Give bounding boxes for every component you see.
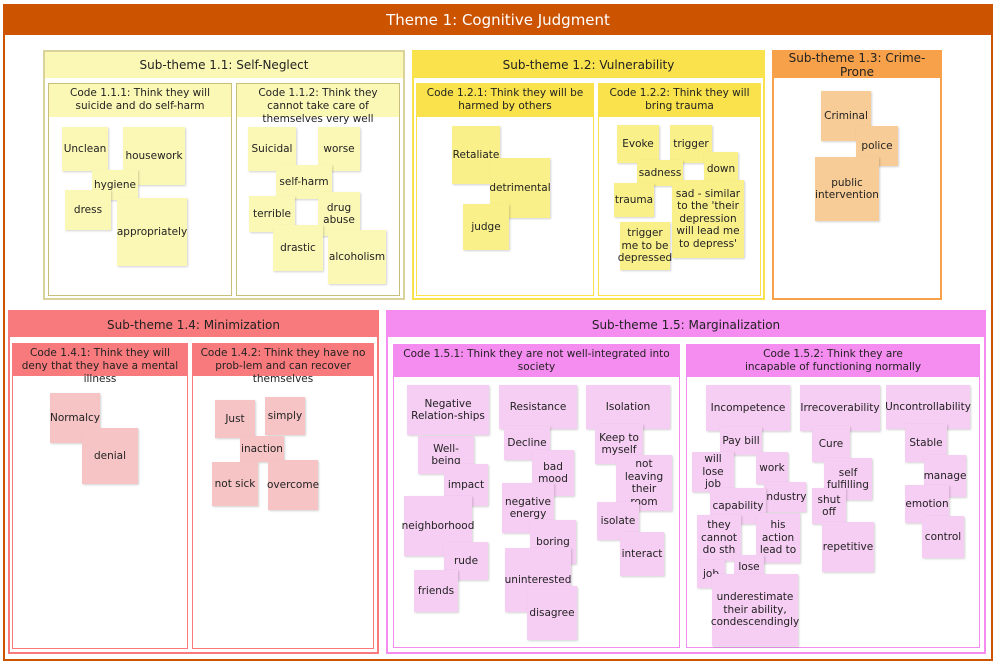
cluster-label: Incompetence xyxy=(706,385,790,431)
code-1-1-2-box xyxy=(236,83,400,296)
code-1-5-2-box xyxy=(686,344,980,648)
sticky-note: public intervention xyxy=(815,157,879,221)
sticky-note: neighborhood xyxy=(402,496,474,556)
code-1-1-1-box xyxy=(48,83,232,296)
code-1-2-2-title: Code 1.2.2: Think they will bring trauma xyxy=(599,84,760,117)
subtheme-marginalization-title: Sub-theme 1.5: Marginalization xyxy=(388,312,984,337)
sticky-note: Evoke xyxy=(617,125,659,163)
sticky-note: Suicidal xyxy=(248,127,296,171)
code-1-4-2-box xyxy=(192,343,374,649)
code-1-5-2-title: Code 1.5.2: Think they are incapable of … xyxy=(687,345,979,377)
sticky-note: sad - similar to the 'their depression w… xyxy=(672,180,744,258)
subtheme-self-neglect-title: Sub-theme 1.1: Self-Neglect xyxy=(45,52,403,78)
sticky-note: overcome xyxy=(267,460,319,510)
sticky-note: simply xyxy=(265,397,305,435)
cluster-label: Isolation xyxy=(586,385,670,429)
subtheme-minimization-title: Sub-theme 1.4: Minimization xyxy=(10,312,377,337)
sticky-note: interact xyxy=(620,532,664,576)
sticky-note: inaction xyxy=(240,436,284,462)
code-1-4-1-box xyxy=(12,343,188,649)
sticky-note: control xyxy=(922,516,964,558)
sticky-note: sadness xyxy=(637,160,683,186)
sticky-note: they cannot do sth xyxy=(697,515,741,561)
sticky-note: Pay bill xyxy=(720,427,762,455)
sticky-note: shut off xyxy=(812,488,846,524)
sticky-note: industry xyxy=(764,482,807,512)
sticky-note: drastic xyxy=(273,225,323,271)
subtheme-vulnerability-title: Sub-theme 1.2: Vulnerability xyxy=(414,52,763,78)
sticky-note: alcoholism xyxy=(328,230,386,284)
sticky-note: work xyxy=(756,452,788,484)
sticky-note: disagree xyxy=(527,586,577,640)
cluster-label: Negative Relation-ships xyxy=(407,385,489,435)
cluster-label: Resistance xyxy=(499,385,577,429)
code-1-4-1-title: Code 1.4.1: Think they will deny that th… xyxy=(13,344,187,385)
sticky-note: not sick xyxy=(212,462,258,506)
sticky-note: underestimate their ability, condescendi… xyxy=(711,574,799,646)
sticky-note: judge xyxy=(463,204,509,250)
cluster-label: Irrecoverability xyxy=(800,385,880,431)
code-1-1-1-title: Code 1.1.1: Think they will suicide and … xyxy=(49,84,231,117)
code-1-2-1-title: Code 1.2.1: Think they will be harmed by… xyxy=(417,84,593,117)
code-1-2-2-box xyxy=(598,83,761,296)
code-1-2-1-box xyxy=(416,83,594,296)
sticky-note: denial xyxy=(82,428,138,484)
sticky-note: Just xyxy=(215,400,255,438)
code-1-1-2-title: Code 1.1.2: Think they cannot take care … xyxy=(237,84,399,125)
sticky-note: Criminal xyxy=(821,91,871,141)
sticky-note: his action lead to xyxy=(756,513,800,563)
sticky-note: Cure xyxy=(812,426,850,462)
cluster-label: Uncontrollability xyxy=(885,385,971,429)
sticky-note: dress xyxy=(65,190,111,230)
theme-title: Theme 1: Cognitive Judgment xyxy=(3,4,993,35)
code-1-5-1-title: Code 1.5.1: Think they are not well-inte… xyxy=(394,345,679,377)
sticky-note: self-harm xyxy=(276,165,332,199)
subtheme-crime-prone-title: Sub-theme 1.3: Crime-Prone xyxy=(774,51,940,79)
sticky-note: drug abuse xyxy=(318,192,360,236)
code-1-4-2-title: Code 1.4.2: Think they have no prob-lem … xyxy=(193,344,373,385)
sticky-note: trauma xyxy=(614,183,654,217)
sticky-note: trigger me to be depressed xyxy=(618,222,672,270)
sticky-note: repetitive xyxy=(822,522,874,572)
sticky-note: worse xyxy=(318,127,360,171)
sticky-note: Unclean xyxy=(62,127,108,171)
sticky-note: will lose job xyxy=(692,452,734,492)
sticky-note: Normalcy xyxy=(50,393,100,443)
sticky-note: appropriately xyxy=(117,198,187,266)
code-1-5-1-box xyxy=(393,344,680,648)
sticky-note: friends xyxy=(414,570,458,612)
